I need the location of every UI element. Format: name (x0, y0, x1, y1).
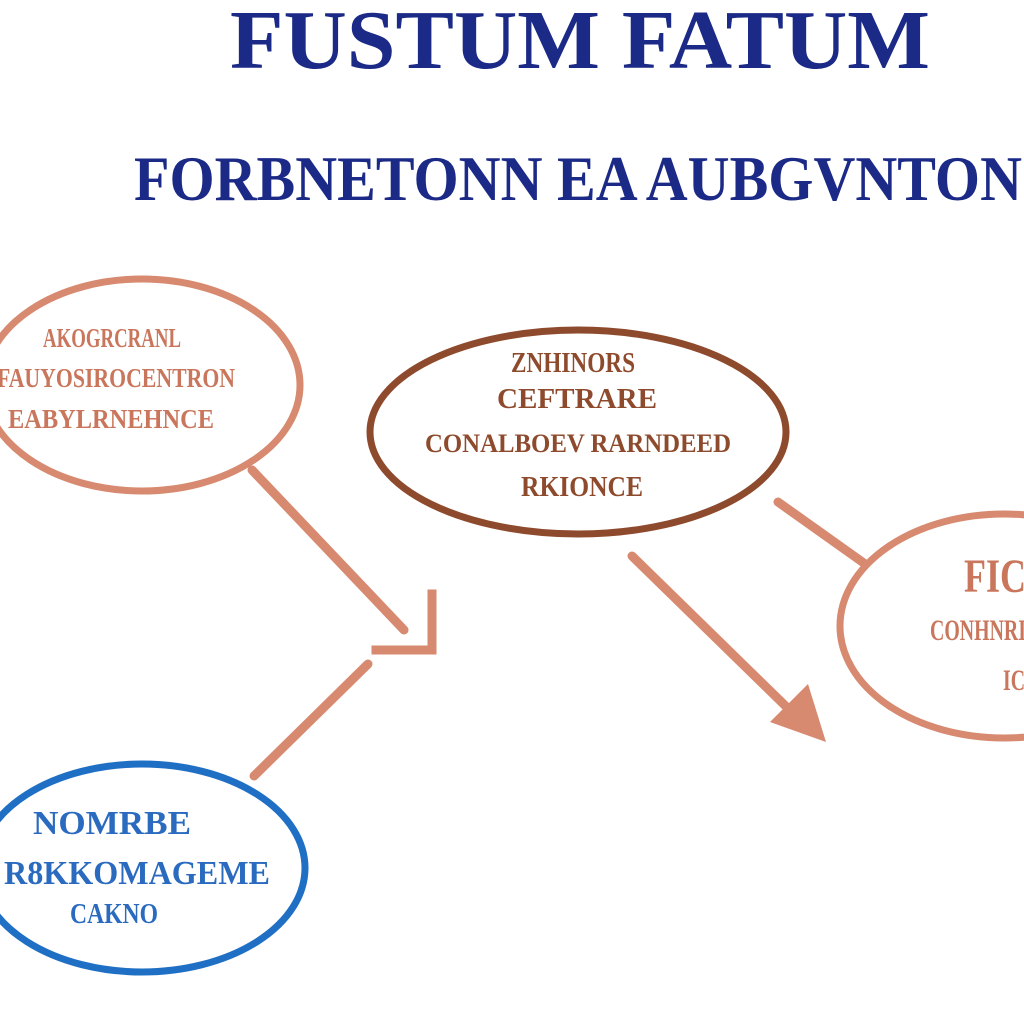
node-center-line-3: CONALBOEV RARNDEED (425, 429, 731, 458)
edge-center-to-right (627, 497, 873, 742)
node-right[interactable]: FIC CONHNRI IC (836, 510, 1024, 742)
node-right-line-2: CONHNRI (930, 614, 1024, 647)
edge-bottomleft-to-hub (249, 659, 373, 781)
right-arrowhead-icon (770, 684, 826, 742)
node-right-shape (836, 510, 1024, 742)
node-center-line-4: RKIONCE (521, 472, 643, 503)
node-left-top-shape (0, 275, 304, 495)
node-center[interactable]: ZNHINORS CEFTRARE CONALBOEV RARNDEED RKI… (366, 326, 790, 538)
node-right-line-1: FIC (964, 550, 1024, 603)
node-left-top-line-1: AKOGRCRANL (43, 323, 181, 353)
node-bottom-left-line-2: R8KKOMAGEME (4, 855, 270, 892)
page-subtitle: FORBNETONN EA AUBGVNTON (134, 143, 1022, 214)
node-left-top-line-3: EABYLRNEHNCE (8, 404, 214, 434)
node-center-line-2: CEFTRARE (497, 384, 657, 415)
edge-lefttop-to-hub (247, 465, 437, 655)
node-bottom-left-shape (0, 760, 309, 976)
node-bottom-left[interactable]: NOMRBE R8KKOMAGEME CAKNO (0, 760, 309, 976)
node-right-line-3: IC (1003, 664, 1024, 697)
node-bottom-left-line-1: NOMRBE (33, 805, 191, 842)
hub-arrowhead-icon (371, 589, 437, 655)
node-center-line-1: ZNHINORS (511, 348, 635, 379)
node-center-shape (366, 326, 790, 538)
node-left-top[interactable]: AKOGRCRANL FAUYOSIROCENTRON EABYLRNEHNCE (0, 275, 304, 495)
page-title: FUSTUM FATUM (230, 0, 930, 87)
node-bottom-left-line-3: CAKNO (70, 899, 158, 930)
node-left-top-line-2: FAUYOSIROCENTRON (0, 363, 235, 393)
